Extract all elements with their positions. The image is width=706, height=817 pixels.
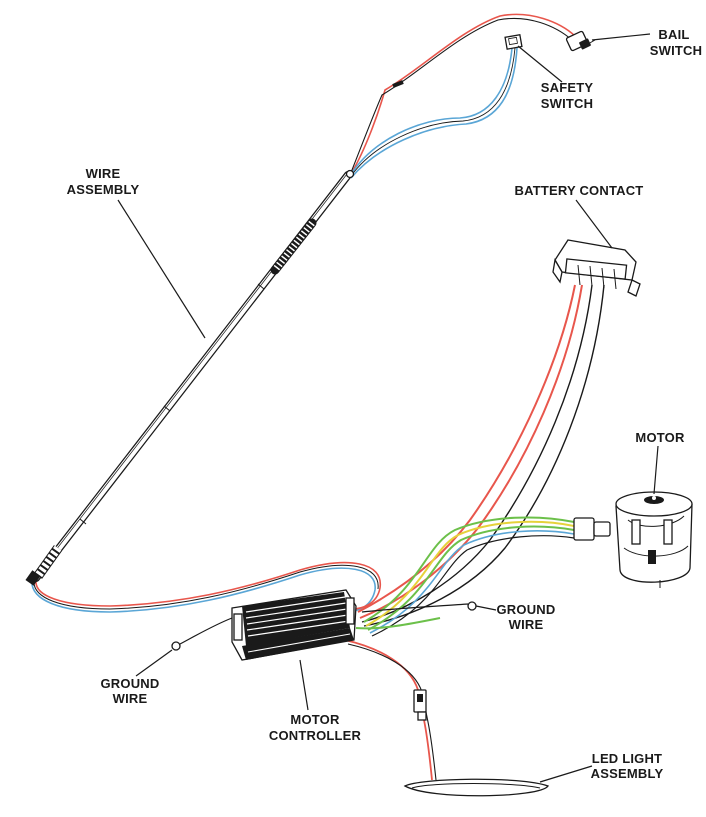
motor-wires [355,516,575,637]
label-ground-wire-left-line2: WIRE [113,691,148,706]
label-motor-controller-line2: CONTROLLER [269,728,362,743]
handle-black-wire [349,17,573,176]
motor-green-wire-3 [355,617,441,630]
handle-red-wire [351,13,576,173]
label-ground-wire-left-line1: GROUND [101,676,160,691]
label-ground-wire-right-line2: WIRE [509,617,544,632]
leader-wire-assembly [117,199,206,339]
battery-black-wire-1 [361,284,593,623]
handle-wire-sleeve [392,80,404,88]
label-wire-assembly-line1: WIRE [86,166,121,181]
label-led-light-assembly-line1: LED LIGHT [592,751,662,766]
leader-led-light [539,765,593,783]
label-bail-switch-line1: BAIL [658,27,689,42]
leader-ground-wire-left [135,649,173,677]
label-safety-switch: SAFETY SWITCH [541,80,594,111]
lower-blue-wire [31,567,376,613]
label-motor: MOTOR [635,430,685,445]
handle-wire-harness [349,13,576,179]
label-led-light-assembly-line2: ASSEMBLY [591,766,664,781]
leader-motor-controller [299,659,309,711]
handle-blue-wire-1 [349,47,513,177]
label-wire-assembly-line2: ASSEMBLY [67,182,140,197]
motor [573,491,693,588]
wire-assembly-tube [25,169,355,586]
ground-wire-left-lead [179,617,233,645]
bail-switch [565,30,596,52]
label-led-light-assembly: LED LIGHT ASSEMBLY [591,751,664,781]
led-light-assembly [403,778,550,797]
label-motor-controller-line1: MOTOR [290,712,340,727]
label-bail-switch-line2: SWITCH [650,43,702,58]
motor-controller [231,589,357,661]
lower-wire-harness [31,561,381,613]
motor-blue-wire [369,530,575,634]
leader-battery-contact [575,199,613,249]
led-inline-connector [413,689,427,721]
motor-green-wire-2 [367,525,575,631]
battery-red-wire-2 [359,284,583,619]
lower-black-wire [33,564,379,610]
leader-ground-wire-right [475,605,497,611]
ground-ring-terminal-right [467,601,477,611]
handle-blue-wire-2 [350,47,518,179]
motor-yellow-wire [365,520,575,627]
handle-black-wire-2 [350,47,516,177]
label-ground-wire-left: GROUND WIRE [101,676,160,706]
label-safety-switch-line1: SAFETY [541,80,594,95]
wire-wrap-section [270,218,317,275]
label-ground-wire-right: GROUND WIRE [497,602,556,632]
leader-lines [117,33,659,783]
lower-red-wire [35,561,381,610]
leader-safety-switch [517,45,563,83]
battery-contact [552,239,641,297]
label-motor-controller: MOTOR CONTROLLER [269,712,362,743]
controller-fins [245,596,350,637]
label-wire-assembly: WIRE ASSEMBLY [67,166,140,197]
motor-black-wire [371,535,575,637]
label-ground-wire-right-line1: GROUND [497,602,556,617]
wire-assembly-connector [25,545,63,586]
label-safety-switch-line2: SWITCH [541,96,593,111]
battery-wires [357,284,605,627]
ground-wire-right-lead [361,603,469,613]
leader-bail-switch [591,33,651,41]
label-battery-contact: BATTERY CONTACT [515,183,644,198]
leader-motor [653,445,659,495]
motor-green-wire-1 [363,516,575,623]
battery-red-wire-1 [357,284,576,613]
ground-ring-terminal-left [171,641,181,651]
label-bail-switch: BAIL SWITCH [650,27,702,58]
safety-switch [504,33,523,50]
battery-black-wire-2 [363,284,605,627]
